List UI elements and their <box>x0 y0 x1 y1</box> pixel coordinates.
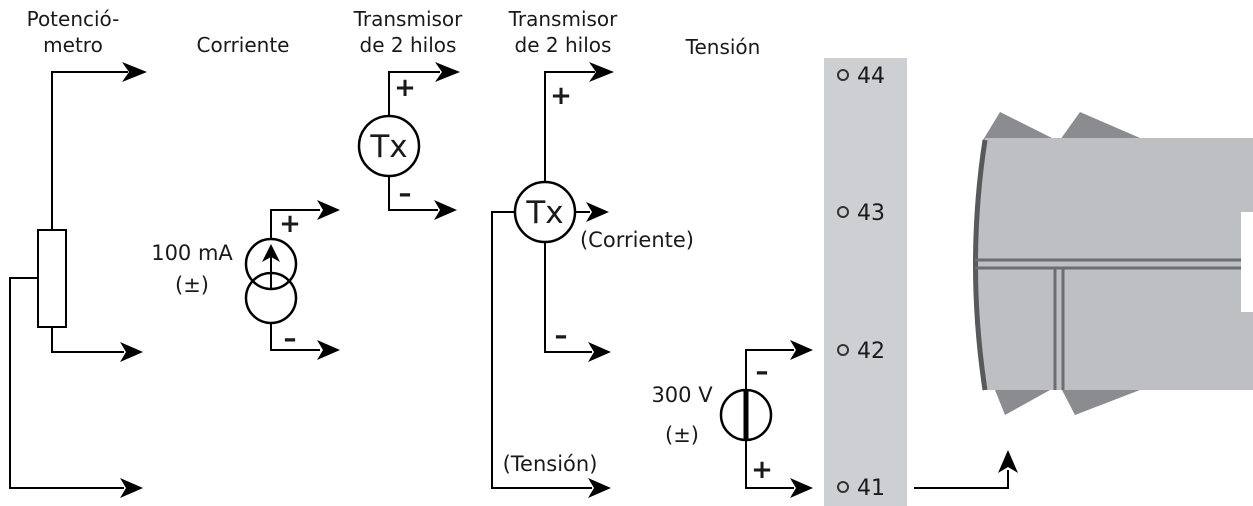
transmitter-a-minus-sign: – <box>399 179 412 209</box>
device-clip-top-left <box>983 112 1052 140</box>
transmitter-current-output-label: (Corriente) <box>580 228 694 252</box>
header-potentiometer-line1: Potenció- <box>27 7 120 31</box>
transmitter-a-minus-wire <box>388 172 438 211</box>
header-transmitter-a-line2: de 2 hilos <box>360 33 457 57</box>
terminal-43-dot <box>837 206 849 218</box>
header-transmitter-a-line1: Transmisor <box>353 7 464 31</box>
voltage-minus-sign: – <box>756 357 769 387</box>
voltage-polarity-label: (±) <box>665 423 699 447</box>
arrow-left-icon <box>589 62 614 82</box>
device-front-edge <box>973 139 988 391</box>
arrow-up-icon <box>998 450 1018 473</box>
potentiometer-circuit <box>9 62 147 498</box>
potentiometer-resistor <box>37 229 67 328</box>
arrow-right-icon <box>586 202 609 222</box>
transmitter-a-circle <box>357 114 421 178</box>
terminal-41-label: 41 <box>857 476 885 501</box>
terminal-44-label: 44 <box>857 64 885 89</box>
voltage-minus-wire <box>745 349 794 390</box>
voltage-value-label: 300 V <box>651 383 713 407</box>
device-clip-bottom-left <box>995 390 1050 415</box>
voltage-plus-sign: + <box>751 455 773 485</box>
terminal-strip: 44 43 42 41 <box>824 58 907 506</box>
transmitter-b-symbol: Tx <box>525 195 563 231</box>
device-side-notch <box>1241 212 1253 312</box>
potentiometer-start-wire <box>9 277 124 489</box>
arrow-left-icon <box>435 62 460 82</box>
current-plus-sign: + <box>279 209 301 239</box>
arrow-right-icon <box>588 342 611 362</box>
arrow-right-icon <box>434 200 457 220</box>
device-release-wire <box>914 470 1009 489</box>
arrow-right-icon <box>588 478 611 498</box>
arrow-right-icon <box>317 200 340 220</box>
transmitter-a-plus-wire <box>388 71 440 120</box>
arrow-right-icon <box>120 342 143 362</box>
transmitter-b-plus-wire <box>544 71 595 183</box>
voltage-source-circuit: – + 300 V (±) <box>651 340 813 498</box>
transmitter-b-minus-wire <box>544 241 592 353</box>
transmitter-b-minus-sign: – <box>555 321 568 351</box>
potentiometer-wiper-wire <box>51 71 128 230</box>
arrow-right-icon <box>120 478 143 498</box>
voltage-plus-wire <box>745 440 794 489</box>
header-current: Corriente <box>197 33 290 57</box>
terminal-42-dot <box>837 344 849 356</box>
current-plus-wire <box>270 209 320 240</box>
arrow-right-icon <box>790 340 813 360</box>
current-minus-wire <box>270 324 320 351</box>
terminal-43-label: 43 <box>857 201 885 226</box>
arrow-left-icon <box>122 62 147 82</box>
transmitter-a-circuit: Tx + – <box>357 62 460 220</box>
transmitter-a-plus-sign: + <box>394 73 416 103</box>
header-transmitter-b-line2: de 2 hilos <box>515 33 612 57</box>
terminal-44-dot <box>837 69 849 81</box>
device-illustration <box>914 112 1253 489</box>
device-clip-bottom-right <box>1062 390 1140 415</box>
transmitter-a-symbol: Tx <box>369 129 407 165</box>
potentiometer-end-wire <box>51 327 124 353</box>
current-polarity-label: (±) <box>175 273 209 297</box>
terminal-strip-background <box>824 58 907 506</box>
transmitter-b-plus-sign: + <box>550 81 572 111</box>
device-clip-top-right <box>1060 112 1140 140</box>
current-minus-sign: – <box>284 324 297 354</box>
current-value-label: 100 mA <box>151 241 233 265</box>
header-transmitter-b-line1: Transmisor <box>508 7 619 31</box>
terminal-42-label: 42 <box>857 339 885 364</box>
terminal-41-dot <box>837 481 849 493</box>
transmitter-b-circle <box>513 180 577 244</box>
transmitter-b-circuit: Tx + – (Corriente) (Tensión) <box>491 62 694 498</box>
header-voltage: Tensión <box>685 35 761 59</box>
arrow-right-icon <box>317 340 340 360</box>
device-body <box>976 138 1253 390</box>
transmitter-voltage-output-label: (Tensión) <box>503 452 598 476</box>
arrow-right-icon <box>790 478 813 498</box>
header-potentiometer-line2: metro <box>43 33 103 57</box>
current-source-circuit: + – 100 mA (±) <box>151 200 340 360</box>
transmitter-b-voltage-wire <box>491 211 592 489</box>
arrow-up-icon <box>262 244 280 262</box>
